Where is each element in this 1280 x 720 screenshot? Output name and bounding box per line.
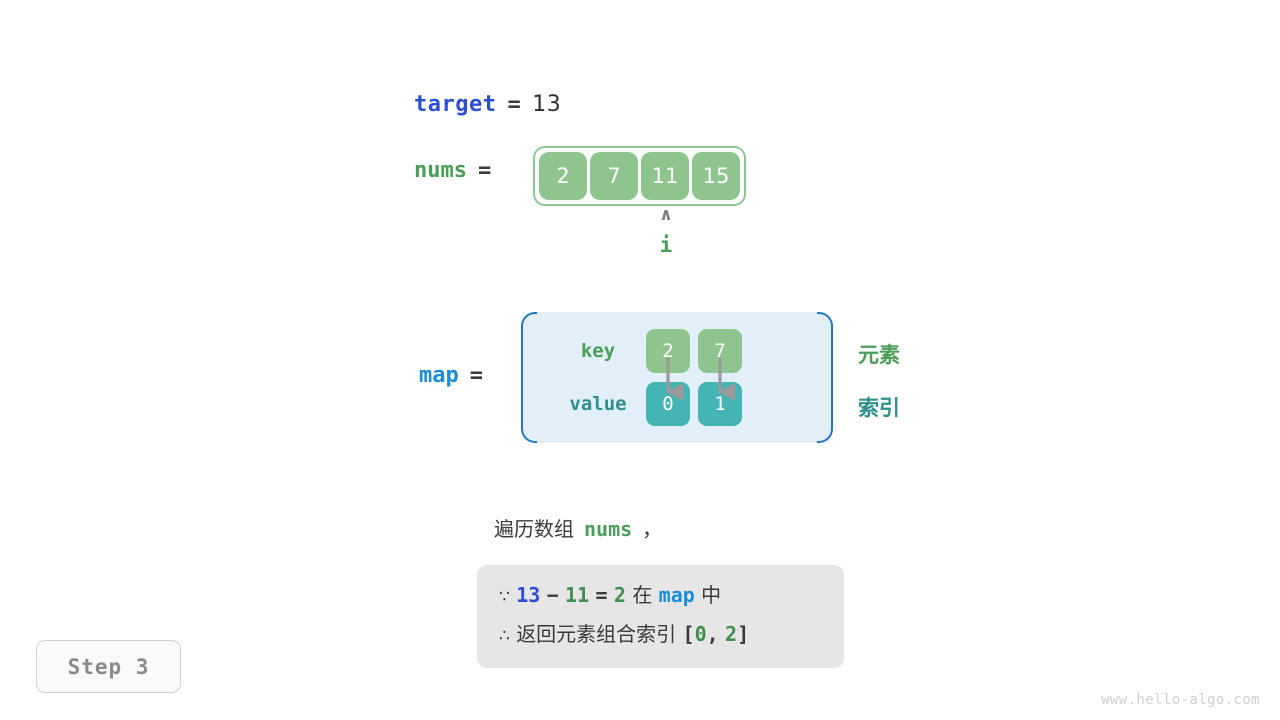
map-label-row: map =	[419, 363, 483, 388]
bracket-right-icon	[817, 312, 833, 443]
index-pointer: ∧ i	[650, 205, 682, 257]
map-key-cell: 7	[698, 329, 742, 373]
result-index-1: 2	[725, 622, 738, 646]
nums-cell: 15	[692, 152, 740, 200]
map-key-label: key	[580, 340, 616, 362]
nums-array: 2 7 11 15	[533, 146, 746, 206]
target-equals-sign: =	[507, 92, 522, 117]
map-side-labels: 元素 索引	[858, 327, 900, 433]
map-value-row: value 0 1	[550, 378, 742, 430]
bracket-close: ]	[737, 622, 750, 646]
map-container: key 2 7 value 0 1	[521, 312, 833, 443]
caption-code: nums	[584, 517, 633, 541]
map-value-cells: 0 1	[646, 382, 742, 426]
nums-equals-sign: =	[477, 158, 492, 183]
step-badge: Step 3	[36, 640, 181, 693]
nums-cell: 2	[539, 152, 587, 200]
map-value-label: value	[569, 393, 627, 415]
nums-label-row: nums =	[414, 158, 491, 183]
side-label-index: 索引	[858, 395, 900, 420]
therefore-symbol: ∴	[499, 626, 510, 646]
caption-text-before: 遍历数组	[494, 517, 574, 541]
map-key-row: key 2 7	[550, 325, 742, 377]
map-value-cell: 1	[698, 382, 742, 426]
map-rows: key 2 7 value 0 1	[550, 325, 742, 430]
map-value-cell: 0	[646, 382, 690, 426]
map-key-cell: 2	[646, 329, 690, 373]
nums-variable-name: nums	[414, 158, 467, 183]
note-line-1: ∵ 13 − 11 = 2 在 map 中	[477, 577, 844, 616]
note-result-text: 返回元素组合索引	[516, 622, 677, 646]
bracket-left-icon	[521, 312, 537, 443]
watermark: www.hello-algo.com	[1101, 692, 1260, 708]
map-variable-name: map	[419, 363, 459, 388]
note-text-tail: 中	[701, 583, 722, 607]
result-comma: ,	[706, 622, 719, 646]
side-label-element: 元素	[858, 342, 900, 367]
because-symbol: ∵	[499, 587, 510, 607]
map-equals-sign: =	[469, 363, 483, 388]
note-box: ∵ 13 − 11 = 2 在 map 中 ∴ 返回元素组合索引 [0, 2]	[477, 565, 844, 668]
caption-line: 遍历数组 nums ，	[494, 513, 662, 542]
nums-cell: 11	[641, 152, 689, 200]
map-key-cells: 2 7	[646, 329, 742, 373]
target-row: target = 13	[414, 92, 561, 117]
note-map-name: map	[658, 583, 695, 607]
note-minus-sign: −	[546, 583, 559, 607]
note-text-mid: 在	[632, 583, 653, 607]
note-equals-sign: =	[595, 583, 608, 607]
bracket-open: [	[682, 622, 695, 646]
note-operand-a: 13	[516, 583, 541, 607]
nums-cell: 7	[590, 152, 638, 200]
index-pointer-label: i	[659, 233, 673, 257]
note-line-2: ∴ 返回元素组合索引 [0, 2]	[477, 616, 844, 655]
result-index-0: 0	[694, 622, 707, 646]
caption-text-after: ，	[642, 517, 663, 541]
target-variable-name: target	[414, 92, 497, 117]
caret-up-icon: ∧	[659, 205, 673, 225]
note-result: 2	[613, 583, 626, 607]
target-value: 13	[532, 92, 562, 117]
note-operand-b: 11	[565, 583, 590, 607]
